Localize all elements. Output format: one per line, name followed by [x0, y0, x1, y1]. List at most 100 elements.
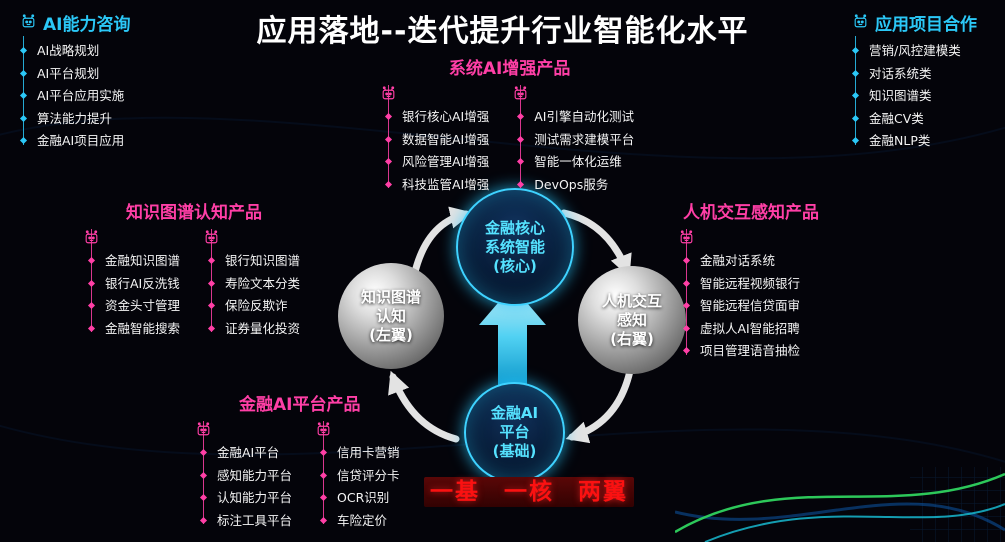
- list-item: 感知能力平台: [199, 465, 293, 488]
- list-item: 金融NLP类: [851, 130, 977, 153]
- item-label: 证券量化投资: [225, 320, 301, 336]
- robot-icon: [20, 14, 37, 31]
- list-item: 智能远程视频银行: [682, 273, 801, 296]
- core-line: 系统智能: [484, 237, 545, 256]
- column: 金融对话系统 智能远程视频银行 智能远程信贷面审 虚拟人AI智能招聘 项目管理语…: [682, 229, 801, 363]
- page-title: 应用落地--迭代提升行业智能化水平: [256, 14, 749, 49]
- section-title: 金融AI平台产品: [239, 395, 361, 415]
- columns: 金融知识图谱 银行AI反洗钱 资金头寸管理 金融智能搜索 银行知识图谱 寿险文本…: [87, 229, 301, 341]
- bullet-dot: [851, 91, 859, 100]
- slogan-term: 一基: [430, 478, 480, 505]
- list-item: AI引擎自动化测试: [516, 106, 634, 129]
- bullet-dot: [87, 301, 95, 310]
- column: 银行知识图谱 寿险文本分类 保险反欺诈 证券量化投资: [207, 229, 301, 341]
- item-label: 虚拟人AI智能招聘: [700, 320, 800, 336]
- bullet-dot: [19, 114, 27, 122]
- item-label: 资金头寸管理: [105, 298, 181, 313]
- list-item: 证券量化投资: [207, 318, 301, 341]
- item-label: 智能远程视频银行: [700, 275, 801, 291]
- item-label: 车险定价: [337, 512, 388, 528]
- bullet-dot: [384, 112, 392, 121]
- item-label: 信贷评分卡: [337, 467, 400, 483]
- item-label: 感知能力平台: [217, 467, 293, 483]
- right-wing-line: 感知: [616, 310, 647, 329]
- list-item: 银行AI反洗钱: [87, 273, 180, 296]
- bullet-dot: [19, 136, 27, 145]
- item-label: 银行核心AI增强: [402, 109, 490, 124]
- list-item: 金融AI平台: [199, 442, 292, 465]
- arrow-core-to-right: [560, 209, 632, 278]
- item-label: AI战略规划: [37, 43, 100, 58]
- section-header: 应用项目合作: [852, 10, 977, 35]
- left-wing-line: 认知: [375, 306, 406, 325]
- robot-icon: [852, 14, 869, 31]
- bullet-dot: [319, 471, 327, 479]
- item-label: 金融知识图谱: [105, 253, 181, 268]
- list-item: 保险反欺诈: [207, 295, 300, 318]
- list-item: 营销/风控建模类: [851, 40, 977, 63]
- column: 银行核心AI增强 数据智能AI增强 风险管理AI增强 科技监管AI增强: [384, 85, 490, 196]
- arrow-left-to-core: [410, 206, 473, 280]
- item-label: 项目管理语音抽检: [700, 343, 801, 358]
- item-list: AI引擎自动化测试 测试需求建模平台 智能一体化运维 DevOps服务: [516, 85, 635, 196]
- base-line: (基础): [492, 442, 537, 460]
- list-item: 车险定价: [319, 510, 400, 533]
- section-title: 知识图谱认知产品: [126, 203, 263, 223]
- columns: 金融对话系统 智能远程视频银行 智能远程信贷面审 虚拟人AI智能招聘 项目管理语…: [682, 229, 819, 363]
- item-label: 银行知识图谱: [225, 253, 301, 268]
- bullet-dot: [207, 324, 215, 332]
- item-label: 金融AI项目应用: [37, 133, 125, 148]
- section-title: 应用项目合作: [875, 15, 977, 35]
- columns: 金融AI平台 感知能力平台 认知能力平台 标注工具平台 信用卡营销 信贷评分卡 …: [199, 421, 400, 533]
- slogan-banner: 一基 一核 两翼: [424, 477, 634, 507]
- column: 信用卡营销 信贷评分卡 OCR识别 车险定价: [319, 421, 400, 533]
- left-wing-line: (左翼): [369, 325, 413, 344]
- item-label: 算法能力提升: [37, 110, 113, 126]
- bullet-dot: [319, 493, 327, 502]
- bullet-dot: [319, 448, 327, 457]
- columns: 银行核心AI增强 数据智能AI增强 风险管理AI增强 科技监管AI增强 AI引擎…: [384, 85, 635, 196]
- list-item: AI战略规划: [19, 40, 130, 63]
- item-label: 金融NLP类: [869, 133, 931, 148]
- item-label: 科技监管AI增强: [402, 176, 490, 192]
- section-header: AI能力咨询: [20, 10, 130, 35]
- bullet-dot: [682, 324, 690, 332]
- column: 金融知识图谱 银行AI反洗钱 资金头寸管理 金融智能搜索: [87, 229, 181, 340]
- item-label: AI平台规划: [37, 65, 100, 81]
- bullet-dot: [384, 157, 392, 166]
- slogan-term: 一核: [504, 478, 554, 505]
- bullet-dot: [516, 157, 524, 166]
- list-item: OCR识别: [319, 487, 400, 510]
- item-label: DevOps服务: [534, 176, 609, 192]
- left-wing-circle: 知识图谱 认知 (左翼): [338, 263, 444, 369]
- core-line: (核心): [493, 256, 537, 275]
- base-line: 平台: [499, 423, 530, 441]
- list-item: AI平台应用实施: [19, 85, 130, 108]
- list-item: 算法能力提升: [19, 108, 130, 131]
- bullet-dot: [851, 46, 859, 55]
- arrow-base-to-left: [388, 370, 460, 443]
- item-label: 金融智能搜索: [105, 320, 181, 336]
- item-list: 银行知识图谱 寿险文本分类 保险反欺诈 证券量化投资: [207, 229, 301, 341]
- list-item: 数据智能AI增强: [384, 129, 489, 152]
- list-item: 虚拟人AI智能招聘: [682, 318, 800, 341]
- item-list: 信用卡营销 信贷评分卡 OCR识别 车险定价: [319, 421, 400, 533]
- bullet-dot: [87, 256, 95, 265]
- bullet-dot: [384, 180, 392, 188]
- list-item: 智能远程信贷面审: [682, 295, 801, 318]
- slogan-term: 两翼: [578, 478, 628, 505]
- bullet-dot: [851, 136, 859, 145]
- item-label: 智能一体化运维: [534, 154, 622, 169]
- item-label: 测试需求建模平台: [534, 131, 635, 147]
- list-item: 项目管理语音抽检: [682, 340, 801, 363]
- left-wing-line: 知识图谱: [360, 287, 421, 306]
- right-wing-line: (右翼): [610, 329, 654, 348]
- section-title: AI能力咨询: [43, 15, 131, 35]
- bullet-dot: [516, 112, 524, 121]
- item-label: AI平台应用实施: [37, 88, 125, 103]
- item-label: AI引擎自动化测试: [534, 109, 634, 124]
- item-label: 智能远程信贷面审: [700, 298, 801, 313]
- list-item: 寿险文本分类: [207, 273, 300, 296]
- list-item: 知识图谱类: [851, 85, 977, 108]
- bullet-dot: [682, 346, 690, 355]
